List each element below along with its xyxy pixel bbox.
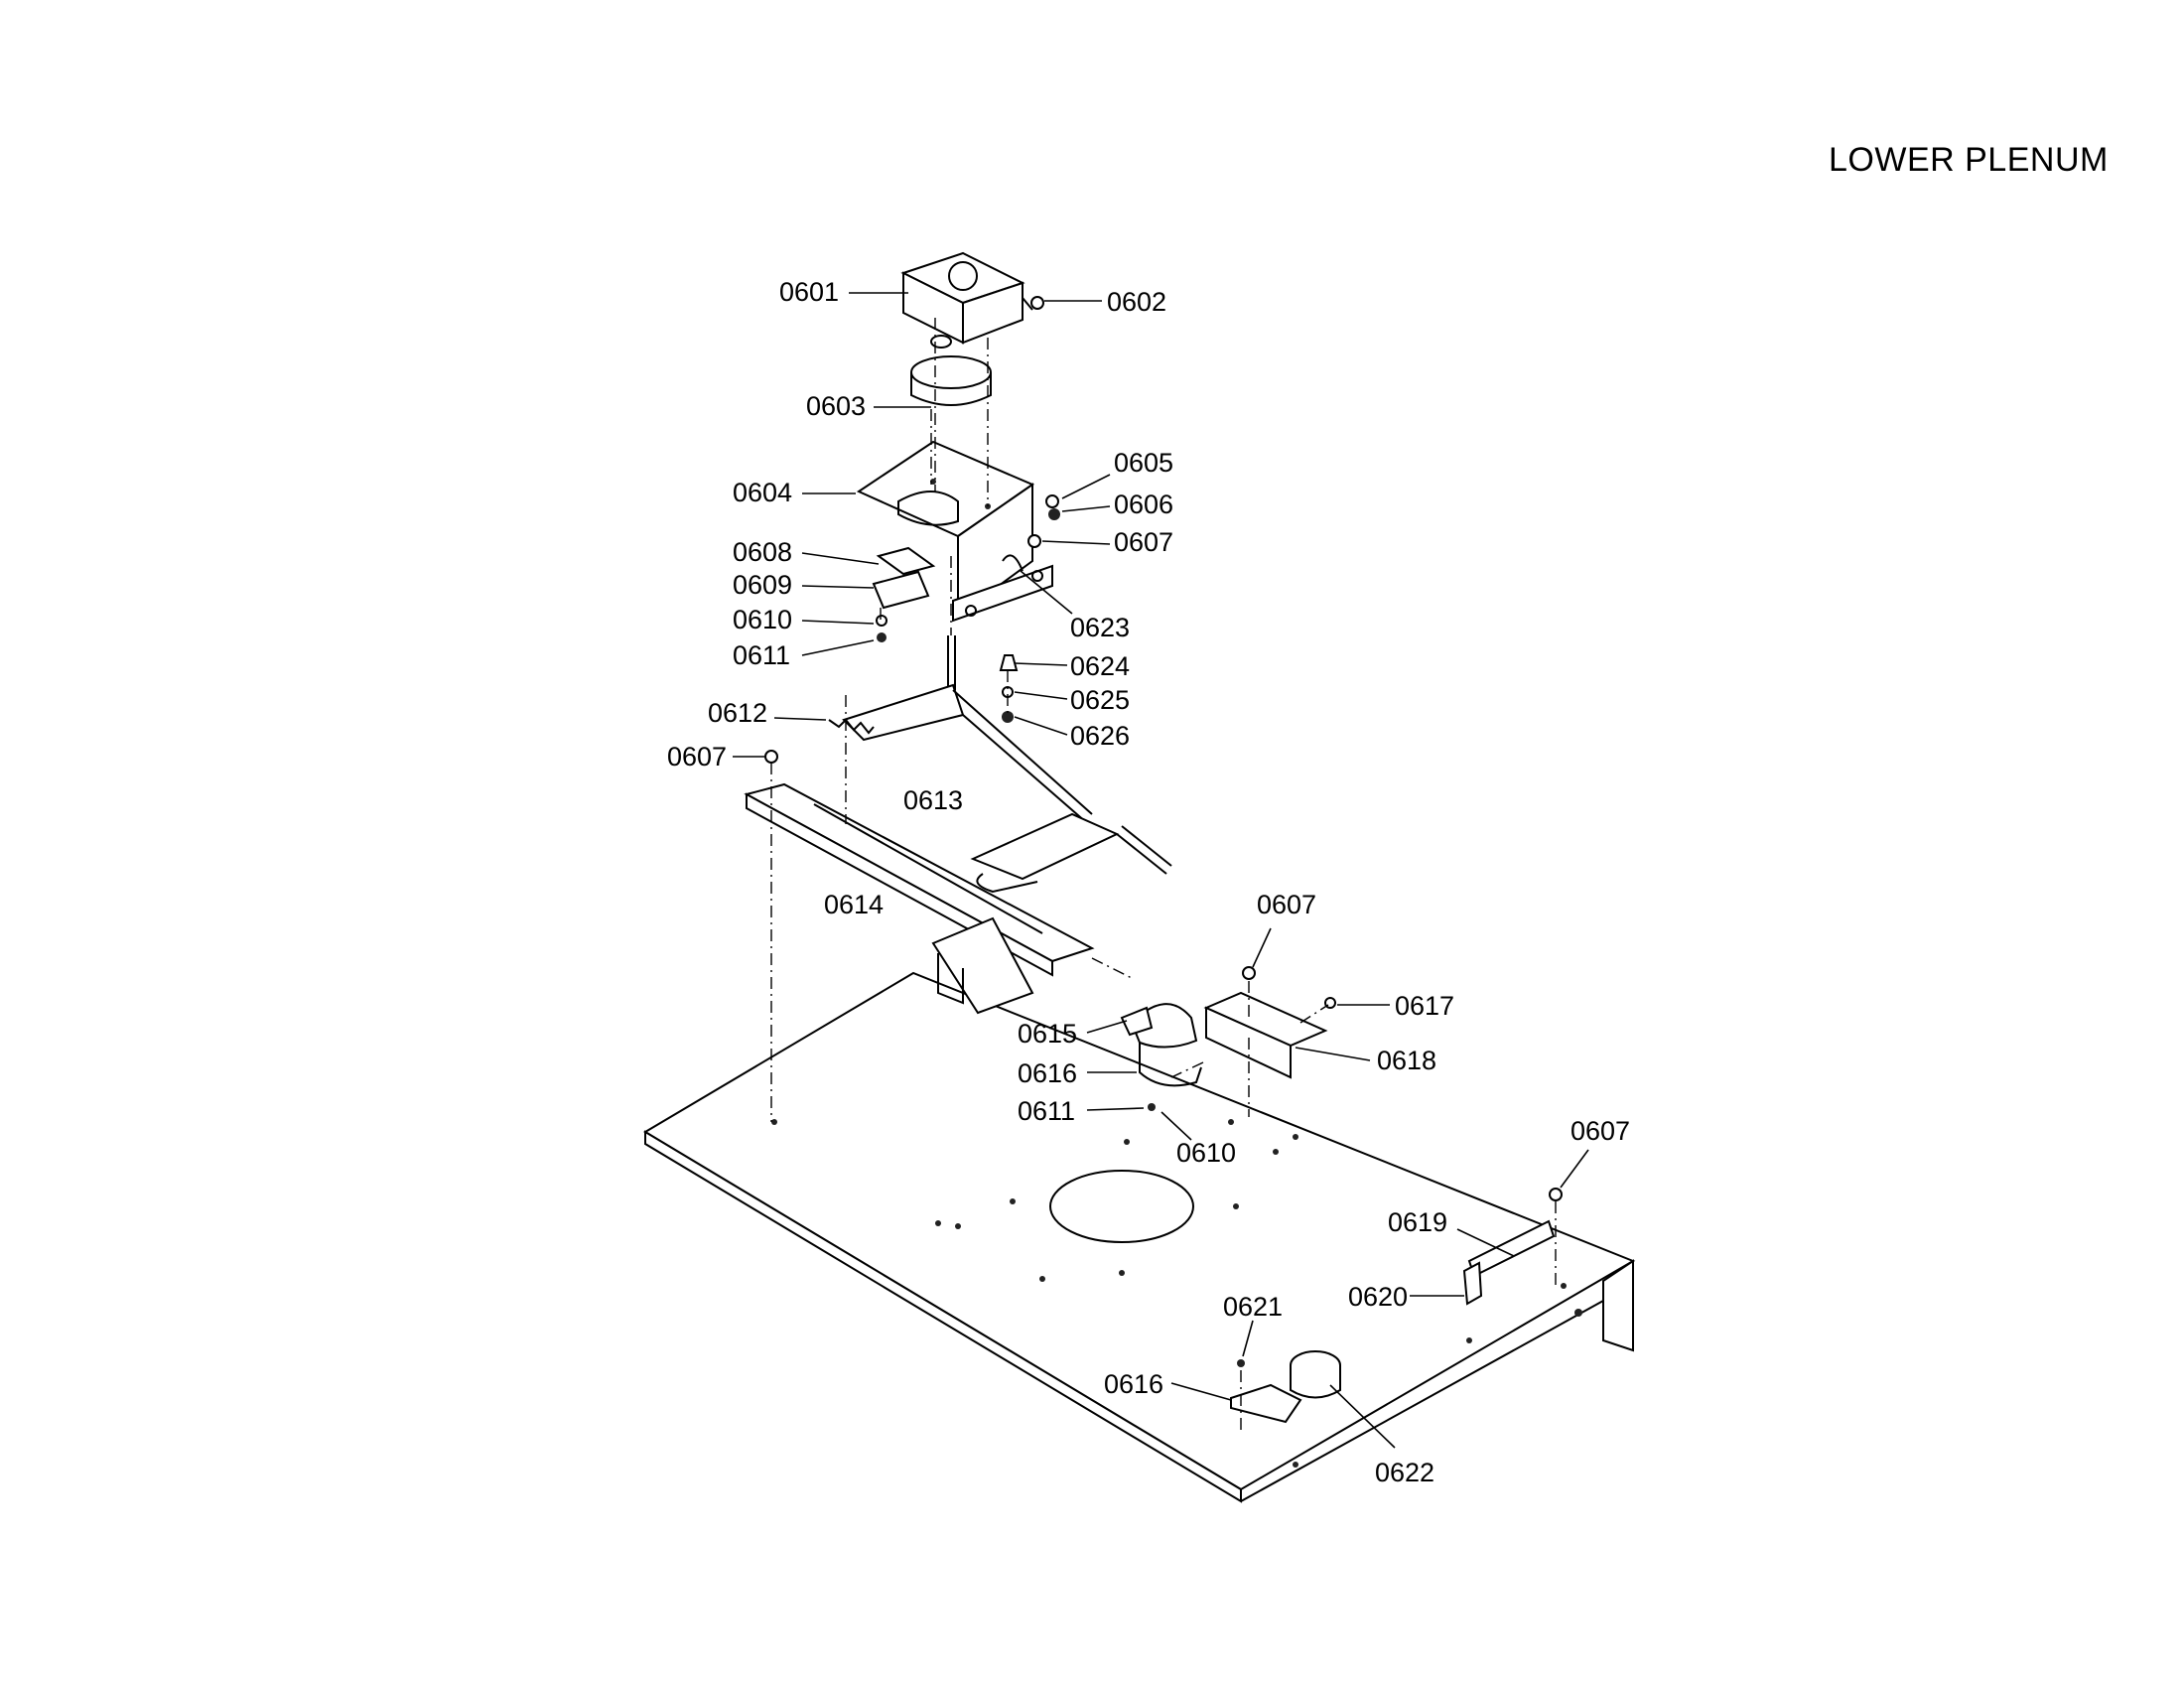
thermostat-0615 bbox=[1120, 1003, 1198, 1049]
part-label-0620: 0620 bbox=[1348, 1282, 1408, 1312]
part-labels: 0601 0602 0603 0604 0605 0606 0607 0608 … bbox=[667, 277, 1630, 1487]
part-label-0618: 0618 bbox=[1377, 1046, 1436, 1075]
part-label-0623: 0623 bbox=[1070, 613, 1130, 642]
part-label-0601: 0601 bbox=[779, 277, 839, 307]
base-plate-holes bbox=[771, 1119, 1582, 1468]
part-label-0611-b: 0611 bbox=[1018, 1096, 1075, 1126]
part-label-0605: 0605 bbox=[1114, 448, 1173, 478]
fan-motor bbox=[900, 251, 1033, 406]
page-title: LOWER PLENUM bbox=[1829, 141, 2109, 179]
part-label-0607-b: 0607 bbox=[667, 742, 727, 772]
base-plate bbox=[643, 971, 1636, 1503]
part-label-0624: 0624 bbox=[1070, 651, 1130, 681]
part-label-0613: 0613 bbox=[903, 785, 963, 815]
alignment-lines bbox=[770, 318, 1557, 1430]
part-label-0617: 0617 bbox=[1395, 991, 1454, 1021]
part-label-0622: 0622 bbox=[1375, 1458, 1434, 1487]
part-label-0607-a: 0607 bbox=[1114, 527, 1173, 557]
bracket-0619-0620 bbox=[1462, 1219, 1556, 1306]
part-label-0611-a: 0611 bbox=[733, 640, 790, 670]
part-label-0604: 0604 bbox=[733, 478, 792, 507]
part-label-0606: 0606 bbox=[1114, 490, 1173, 519]
part-label-0616-a: 0616 bbox=[1018, 1058, 1077, 1088]
clip-0616-lower bbox=[1230, 1383, 1302, 1424]
part-label-0610-a: 0610 bbox=[733, 605, 792, 634]
part-label-0626: 0626 bbox=[1070, 721, 1130, 751]
channel bbox=[744, 782, 1095, 1015]
fittings-0624-0626 bbox=[999, 654, 1019, 723]
part-label-0603: 0603 bbox=[806, 391, 866, 421]
part-label-0621: 0621 bbox=[1223, 1292, 1283, 1322]
part-label-0614: 0614 bbox=[824, 890, 884, 919]
base-plate-opening bbox=[1049, 1170, 1194, 1243]
part-label-0608: 0608 bbox=[733, 537, 792, 567]
bracket-0618 bbox=[1203, 991, 1328, 1079]
washers-0605-0606 bbox=[1027, 494, 1060, 548]
part-label-0602: 0602 bbox=[1107, 287, 1166, 317]
pin-0623 bbox=[1002, 554, 1024, 572]
part-label-0615: 0615 bbox=[1018, 1019, 1077, 1049]
part-label-0607-d: 0607 bbox=[1570, 1116, 1630, 1146]
rod-assembly bbox=[842, 635, 1172, 894]
motor-bracket bbox=[856, 440, 1053, 623]
part-label-0607-c: 0607 bbox=[1257, 890, 1316, 919]
part-label-0612: 0612 bbox=[708, 698, 767, 728]
switch-assembly bbox=[872, 546, 936, 642]
screw-0602 bbox=[1030, 296, 1044, 310]
part-label-0619: 0619 bbox=[1388, 1207, 1447, 1237]
part-label-0625: 0625 bbox=[1070, 685, 1130, 715]
leader-lines bbox=[733, 292, 1589, 1449]
clip-0616-upper bbox=[1139, 1043, 1202, 1087]
part-label-0610-b: 0610 bbox=[1176, 1138, 1236, 1168]
part-label-0616-b: 0616 bbox=[1104, 1369, 1163, 1399]
limit-switch-0622 bbox=[1237, 1350, 1341, 1399]
spring-0612 bbox=[828, 718, 875, 735]
part-label-0609: 0609 bbox=[733, 570, 792, 600]
